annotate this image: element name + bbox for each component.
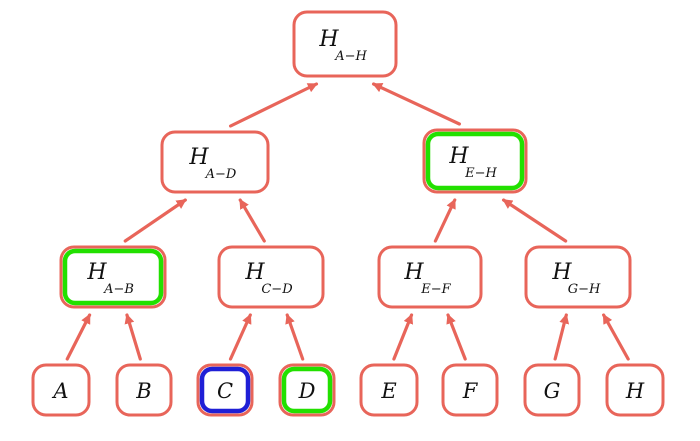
node-box [217,245,325,309]
node-main-label: H [188,145,209,170]
leaf-label: D [298,379,316,403]
node-h-a-b: HA−B [59,245,167,309]
node-leaf-g: G [523,363,581,417]
edge-h-c-d-to-h-a-d [238,198,266,243]
node-main-label: H [86,260,107,285]
leaf-label: A [51,379,68,403]
edge-leaf-h-to-h-g-h [602,313,630,361]
node-h-g-h: HG−H [524,245,632,309]
node-main-label: H [448,144,469,169]
node-main-label: H [403,260,424,285]
green-highlight-ring [62,248,164,306]
node-leaf-a: A [31,363,91,417]
edge-leaf-g-to-h-g-h [553,313,570,361]
green-highlight-ring [425,131,525,191]
node-main-label: H [551,260,572,285]
node-box [160,130,270,194]
leaf-label: H [625,379,645,403]
node-box [278,363,336,417]
node-leaf-f: F [441,363,499,417]
edge-leaf-e-to-h-e-f [392,313,414,361]
edge-leaf-d-to-h-c-d [285,313,305,361]
node-subscript-label: C−D [261,282,293,297]
node-box [524,245,632,309]
node-box [292,10,398,78]
node-leaf-e: E [359,363,419,417]
node-subscript-label: A−D [205,167,237,182]
blue-highlight-ring [199,366,251,414]
node-box [59,245,167,309]
leaf-label: E [380,379,396,403]
node-h-c-d: HC−D [217,245,325,309]
node-box [441,363,499,417]
node-leaf-b: B [115,363,173,417]
edges-layer [65,82,630,361]
edge-leaf-a-to-h-a-b [65,313,92,361]
node-box [605,363,665,417]
node-subscript-label: A−H [334,49,367,64]
leaf-label: F [462,379,479,403]
node-main-label: H [244,260,265,285]
leaf-label: C [217,379,233,403]
edge-h-e-f-to-h-e-h [433,198,457,243]
leaf-label: B [135,379,151,403]
node-main-label: H [318,27,339,52]
leaf-label: G [544,379,561,403]
node-box [196,363,254,417]
edge-h-a-d-to-h-a-h [229,82,319,128]
node-box [359,363,419,417]
green-highlight-ring [281,366,333,414]
edge-leaf-f-to-h-e-f [446,313,467,361]
node-subscript-label: A−B [103,282,134,297]
node-leaf-c: C [196,363,254,417]
node-box [377,245,483,309]
node-box [31,363,91,417]
node-h-a-d: HA−D [160,130,270,194]
node-subscript-label: E−H [464,166,497,181]
node-box [523,363,581,417]
node-subscript-label: E−F [420,282,451,297]
node-leaf-d: D [278,363,336,417]
node-h-a-h: HA−H [292,10,398,78]
edge-leaf-c-to-h-c-d [228,313,252,361]
node-h-e-f: HE−F [377,245,483,309]
node-box [115,363,173,417]
edge-leaf-b-to-h-a-b [124,313,142,361]
node-box [422,128,528,194]
node-leaf-h: H [605,363,665,417]
node-h-e-h: HE−H [422,128,528,194]
edge-h-a-b-to-h-a-d [123,198,187,243]
node-subscript-label: G−H [568,282,601,297]
edge-h-e-h-to-h-a-h [371,82,461,126]
edge-h-g-h-to-h-e-h [501,198,568,243]
